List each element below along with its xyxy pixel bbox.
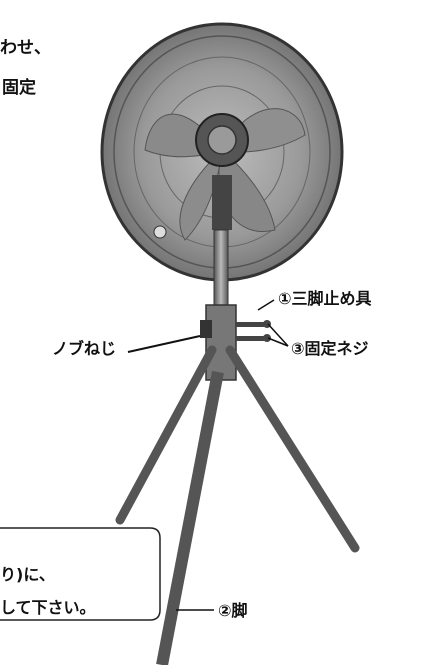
label-fixing-screw: ③固定ネジ xyxy=(291,339,369,358)
leader-fixing-screw xyxy=(267,323,289,347)
leg-stopper xyxy=(205,304,237,381)
tripod-legs xyxy=(115,345,360,667)
leader-knob xyxy=(127,335,201,353)
note-line-1: り)に、 xyxy=(0,565,55,584)
label-leg: ②脚 xyxy=(218,601,248,620)
instruction-line-1: わせ、 xyxy=(0,38,51,58)
leader-leg-stopper xyxy=(257,299,275,311)
pole xyxy=(213,229,229,311)
label-leg-stopper: ①三脚止め具 xyxy=(278,289,372,308)
fixing-screw-top xyxy=(236,322,264,327)
knob-screw xyxy=(200,320,212,338)
instruction-line-2: 固定 xyxy=(2,78,36,98)
motor-neck xyxy=(212,175,232,230)
fixing-screw-bottom xyxy=(236,336,264,341)
fan-head xyxy=(100,22,344,282)
note-line-2: して下さい。 xyxy=(0,598,96,617)
label-knob-screw: ノブねじ xyxy=(52,339,117,358)
note-callout-box xyxy=(0,527,161,621)
